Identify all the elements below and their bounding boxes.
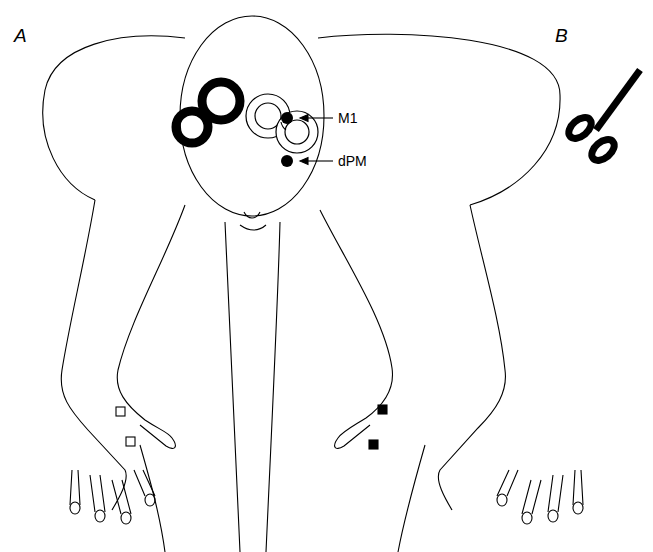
right-arm-inner bbox=[320, 210, 393, 438]
leg-inner-outline bbox=[225, 222, 280, 552]
electrode-filled bbox=[369, 440, 378, 449]
coil-black bbox=[176, 82, 240, 143]
left-fingers bbox=[70, 425, 175, 524]
leader-arrows bbox=[300, 115, 333, 165]
coil-open bbox=[246, 94, 318, 153]
left-arm-inner bbox=[117, 205, 185, 438]
right-arm-outer bbox=[438, 205, 505, 510]
site-dot-m1 bbox=[281, 112, 293, 124]
nose bbox=[244, 212, 260, 218]
panel-letter: B bbox=[555, 26, 568, 45]
left-arm-outer bbox=[61, 200, 126, 510]
panel-letter: A bbox=[14, 26, 27, 45]
leg-outer-outline bbox=[140, 445, 425, 552]
right-fingers bbox=[335, 425, 583, 524]
area-label: M1 bbox=[338, 111, 357, 125]
site-dot-dpm bbox=[281, 155, 293, 167]
electrode-open bbox=[126, 437, 135, 446]
area-label: dPM bbox=[338, 154, 367, 168]
electrode-filled bbox=[378, 405, 387, 414]
coil-side-view bbox=[565, 70, 640, 164]
electrode-open bbox=[116, 407, 125, 416]
crotch bbox=[240, 225, 266, 230]
